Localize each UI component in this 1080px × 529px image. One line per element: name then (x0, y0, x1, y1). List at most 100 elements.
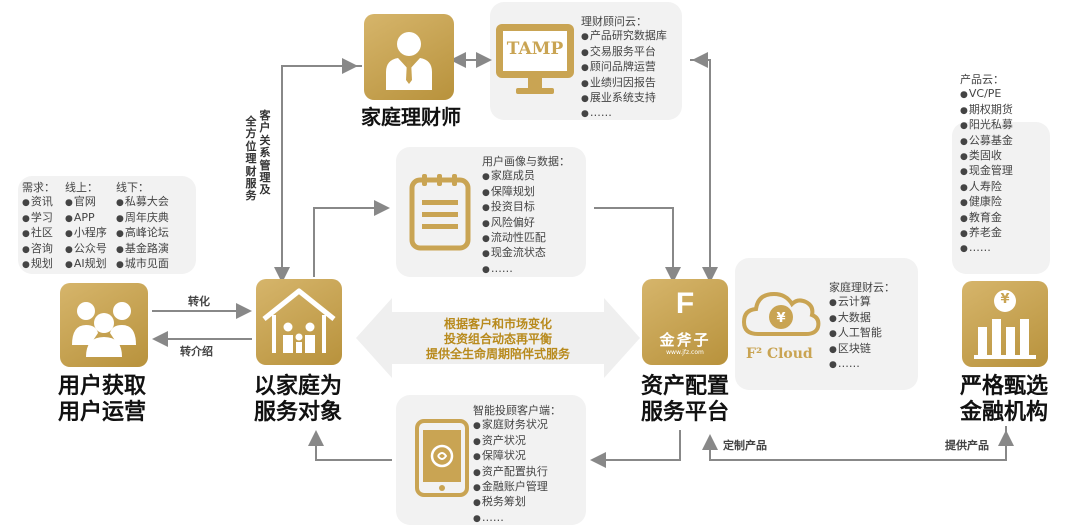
provide-product-label: 提供产品 (945, 439, 989, 452)
list-item: 流动性匹配 (482, 231, 570, 246)
yen-symbol: ¥ (1000, 292, 1010, 307)
cloud-label: F² Cloud (746, 346, 813, 362)
list-item: 公募基金 (960, 134, 1013, 149)
list-item: …… (482, 262, 570, 277)
family-title-1: 以家庭为 (253, 374, 342, 399)
list-item: 云计算 (829, 295, 895, 310)
convert-label: 转化 (188, 295, 210, 308)
list-item: 家庭成员 (482, 169, 570, 184)
center-line-2: 投资组合动态再平衡 (443, 332, 552, 346)
tamp-list: 理财顾问云： 产品研究数据库 交易服务平台 顾问品牌运营 业绩归因报告 展业系统… (581, 15, 667, 122)
list-item: …… (581, 106, 667, 121)
list-item: 城市见面 (116, 257, 169, 272)
list-item: 资讯 (22, 195, 55, 210)
platform-title-1: 资产配置 (640, 374, 729, 399)
list-item: 社区 (22, 226, 55, 241)
list-item: 官网 (65, 195, 107, 210)
notepad-icon (408, 172, 472, 252)
list-item: 学习 (22, 211, 55, 226)
acquisition-title-2: 用户运营 (57, 400, 146, 425)
list-item: 类固收 (960, 149, 1013, 164)
list-item: 人工智能 (829, 326, 895, 341)
acquisition-title-1: 用户获取 (57, 374, 146, 399)
list-item: …… (960, 241, 1013, 256)
logo-subtext: www.jfz.com (666, 349, 704, 356)
list-item: …… (473, 511, 561, 526)
service-vertical-text-left: 全方位理财服务 (245, 115, 257, 203)
users-group-icon (60, 283, 148, 367)
list-item: 投资目标 (482, 200, 570, 215)
products-list: 产品云： VC/PE 期权期货 阳光私募 公募基金 类固收 现金管理 人寿险 健… (960, 73, 1013, 257)
list-item: VC/PE (960, 87, 1013, 102)
online-title: 线上： (65, 181, 98, 194)
tamp-list-title: 理财顾问云： (581, 15, 647, 28)
list-item: 保障状况 (473, 449, 561, 464)
list-item: 顾问品牌运营 (581, 60, 667, 75)
list-item: 资产配置执行 (473, 465, 561, 480)
platform-title-2: 服务平台 (640, 400, 729, 425)
logo-text: 金斧子 (659, 331, 711, 349)
list-item: 养老金 (960, 226, 1013, 241)
tamp-label: TAMP (506, 39, 564, 59)
list-item: 业绩归因报告 (581, 76, 667, 91)
needs-title: 需求： (22, 181, 55, 194)
online-list: 线上： 官网 APP 小程序 公众号 AI规划 (65, 181, 107, 272)
list-item: 周年庆典 (116, 211, 169, 226)
list-item: 家庭财务状况 (473, 418, 561, 433)
profile-list: 用户画像与数据： 家庭成员 保障规划 投资目标 风险偏好 流动性匹配 现金流状态… (482, 155, 570, 277)
list-item: 保障规划 (482, 185, 570, 200)
list-item: 规划 (22, 257, 55, 272)
svg-text:¥: ¥ (776, 311, 785, 326)
list-item: 私募大会 (116, 195, 169, 210)
list-item: 区块链 (829, 342, 895, 357)
list-item: 现金流状态 (482, 246, 570, 261)
list-item: 高峰论坛 (116, 226, 169, 241)
advisor-title: 家庭理财师 (361, 105, 461, 129)
list-item: APP (65, 211, 107, 226)
list-item: 税务筹划 (473, 495, 561, 510)
list-item: 咨询 (22, 242, 55, 257)
list-item: 展业系统支持 (581, 91, 667, 106)
custom-product-label: 定制产品 (723, 439, 767, 452)
advisor-icon (364, 14, 454, 100)
list-item: 小程序 (65, 226, 107, 241)
cloud-list: 家庭理财云： 云计算 大数据 人工智能 区块链 …… (829, 281, 895, 372)
list-item: 产品研究数据库 (581, 29, 667, 44)
list-item: 公众号 (65, 242, 107, 257)
family-house-icon (256, 279, 342, 365)
tamp-monitor-icon: TAMP (494, 22, 576, 98)
family-title-2: 服务对象 (253, 400, 342, 425)
offline-title: 线下： (116, 181, 149, 194)
list-item: 大数据 (829, 311, 895, 326)
list-item: 风险偏好 (482, 216, 570, 231)
list-item: 健康险 (960, 195, 1013, 210)
list-item: AI规划 (65, 257, 107, 272)
products-title: 产品云： (960, 73, 1004, 86)
smartphone-icon (414, 418, 470, 498)
jinfuzi-logo: F 金斧子 www.jfz.com (642, 279, 728, 365)
cloud-title: 家庭理财云： (829, 281, 895, 294)
needs-list: 需求： 资讯 学习 社区 咨询 规划 (22, 181, 55, 272)
list-item: 阳光私募 (960, 118, 1013, 133)
center-line-3: 提供全生命周期陪伴式服务 (425, 347, 570, 361)
list-item: 人寿险 (960, 180, 1013, 195)
institution-chart-icon: ¥ (962, 281, 1048, 367)
list-item: 期权期货 (960, 103, 1013, 118)
referral-label: 转介绍 (180, 345, 213, 358)
institution-title-2: 金融机构 (959, 400, 1048, 425)
list-item: 资产状况 (473, 434, 561, 449)
robo-list: 智能投顾客户端： 家庭财务状况 资产状况 保障状况 资产配置执行 金融账户管理 … (473, 404, 561, 526)
institution-title-1: 严格甄选 (959, 374, 1048, 399)
list-item: 基金路演 (116, 242, 169, 257)
list-item: 现金管理 (960, 164, 1013, 179)
profile-title: 用户画像与数据： (482, 155, 570, 168)
list-item: 教育金 (960, 211, 1013, 226)
center-line-1: 根据客户和市场变化 (443, 317, 552, 331)
cloud-icon: ¥ (740, 282, 822, 342)
offline-list: 线下： 私募大会 周年庆典 高峰论坛 基金路演 城市见面 (116, 181, 169, 272)
list-item: 交易服务平台 (581, 45, 667, 60)
list-item: …… (829, 357, 895, 372)
service-vertical-text-right: 客户关系管理及 (259, 109, 271, 197)
robo-title: 智能投顾客户端： (473, 404, 561, 417)
